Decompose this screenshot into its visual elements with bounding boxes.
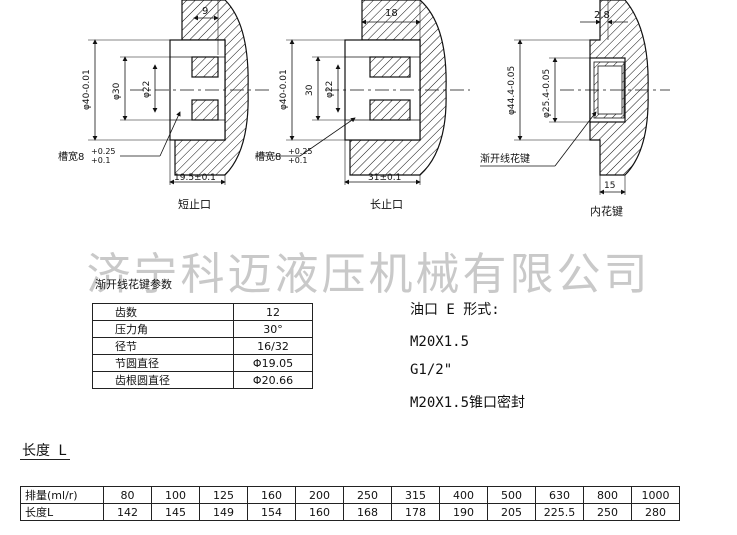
length-title: 长度 L bbox=[22, 443, 67, 459]
table-cell: 205 bbox=[487, 503, 536, 521]
table-row: 齿根圆直径 Φ20.66 bbox=[92, 371, 313, 389]
table-cell: 125 bbox=[199, 486, 248, 504]
short-caption: 短止口 bbox=[178, 197, 211, 211]
table-cell: 200 bbox=[295, 486, 344, 504]
table-cell: 800 bbox=[583, 486, 632, 504]
spline-dim-top: 2.8 bbox=[594, 10, 610, 21]
table-cell: 80 bbox=[103, 486, 152, 504]
oil-port-option: M20X1.5锥口密封 bbox=[410, 395, 526, 411]
table-row: 压力角 30° bbox=[92, 320, 313, 338]
params-title: 渐开线花键参数 bbox=[95, 278, 172, 291]
table-cell: 630 bbox=[535, 486, 584, 504]
short-dim-bottom: 19.5±0.1 bbox=[174, 173, 216, 183]
long-caption: 长止口 bbox=[370, 198, 403, 211]
table-cell: 250 bbox=[343, 486, 392, 504]
table-cell: 280 bbox=[631, 503, 680, 521]
short-dim-outer: φ40-0.01 bbox=[82, 69, 92, 110]
table-cell: 154 bbox=[247, 503, 296, 521]
oil-port-option: M20X1.5 bbox=[410, 334, 470, 350]
long-spigot-drawing bbox=[255, 0, 470, 185]
long-dim-30: 30 bbox=[305, 84, 315, 96]
oil-port-title: 油口 E 形式: bbox=[410, 302, 500, 318]
param-value: 16/32 bbox=[233, 337, 313, 355]
table-row: 齿数 12 bbox=[92, 303, 313, 321]
table-cell: 178 bbox=[391, 503, 440, 521]
table-cell: 长度L bbox=[20, 503, 104, 521]
long-dim-22: φ22 bbox=[325, 81, 335, 98]
table-cell: 168 bbox=[343, 503, 392, 521]
table-cell: 400 bbox=[439, 486, 488, 504]
spline-dim-inner: φ25.4-0.05 bbox=[542, 69, 552, 118]
table-cell: 160 bbox=[295, 503, 344, 521]
short-groove-label: 槽宽8 bbox=[58, 150, 84, 163]
short-spigot-drawing bbox=[88, 0, 270, 185]
spline-label: 渐开线花键 bbox=[480, 152, 530, 165]
shaft-drawings: 9 φ40-0.01 φ30 φ22 槽宽8 +0.25 +0.1 19.5±0… bbox=[58, 0, 670, 218]
table-cell: 149 bbox=[199, 503, 248, 521]
table-cell: 100 bbox=[151, 486, 200, 504]
table-row: 排量(ml/r) 80 100 125 160 200 250 315 400 … bbox=[20, 486, 680, 504]
long-dim-outer: φ40-0.01 bbox=[279, 69, 289, 110]
param-name: 齿根圆直径 bbox=[92, 371, 234, 389]
spline-dim-bottom: 15 bbox=[604, 181, 615, 191]
param-value: 30° bbox=[233, 320, 313, 338]
spline-dim-outer: φ44.4-0.05 bbox=[507, 66, 517, 115]
short-dim-30: φ30 bbox=[112, 82, 122, 100]
company-watermark: 济宁科迈液压机械有限公司 bbox=[86, 249, 651, 300]
long-groove-tol-plus: +0.25 bbox=[288, 147, 313, 156]
short-dim-22: φ22 bbox=[142, 81, 152, 98]
param-name: 节圆直径 bbox=[92, 354, 234, 372]
table-cell: 190 bbox=[439, 503, 488, 521]
table-row: 节圆直径 Φ19.05 bbox=[92, 354, 313, 372]
short-groove-tol-plus: +0.25 bbox=[91, 147, 116, 156]
param-name: 径节 bbox=[92, 337, 234, 355]
long-groove-label: 槽宽8 bbox=[255, 150, 281, 163]
table-cell: 145 bbox=[151, 503, 200, 521]
table-cell: 500 bbox=[487, 486, 536, 504]
param-name: 压力角 bbox=[92, 320, 234, 338]
table-cell: 315 bbox=[391, 486, 440, 504]
table-cell: 1000 bbox=[631, 486, 680, 504]
short-groove-tol-minus: +0.1 bbox=[91, 156, 110, 165]
table-cell: 225.5 bbox=[535, 503, 584, 521]
spline-caption: 内花键 bbox=[590, 204, 623, 218]
spline-params-table: 齿数 12 压力角 30° 径节 16/32 节圆直径 Φ19.05 齿根圆直径… bbox=[92, 303, 313, 389]
table-cell: 142 bbox=[103, 503, 152, 521]
long-dim-bottom: 31±0.1 bbox=[368, 173, 401, 183]
length-table: 排量(ml/r) 80 100 125 160 200 250 315 400 … bbox=[20, 486, 680, 521]
long-dim-top: 18 bbox=[385, 8, 398, 19]
table-cell: 250 bbox=[583, 503, 632, 521]
divider bbox=[20, 459, 70, 460]
table-cell: 排量(ml/r) bbox=[20, 486, 104, 504]
long-groove-tol-minus: +0.1 bbox=[288, 156, 307, 165]
short-dim-top: 9 bbox=[202, 6, 208, 17]
param-value: Φ20.66 bbox=[233, 371, 313, 389]
oil-port-option: G1/2" bbox=[410, 362, 453, 378]
table-cell: 160 bbox=[247, 486, 296, 504]
param-name: 齿数 bbox=[92, 303, 234, 321]
param-value: 12 bbox=[233, 303, 313, 321]
internal-spline-drawing bbox=[480, 0, 670, 195]
table-row: 长度L 142 145 149 154 160 168 178 190 205 … bbox=[20, 503, 680, 521]
param-value: Φ19.05 bbox=[233, 354, 313, 372]
table-row: 径节 16/32 bbox=[92, 337, 313, 355]
